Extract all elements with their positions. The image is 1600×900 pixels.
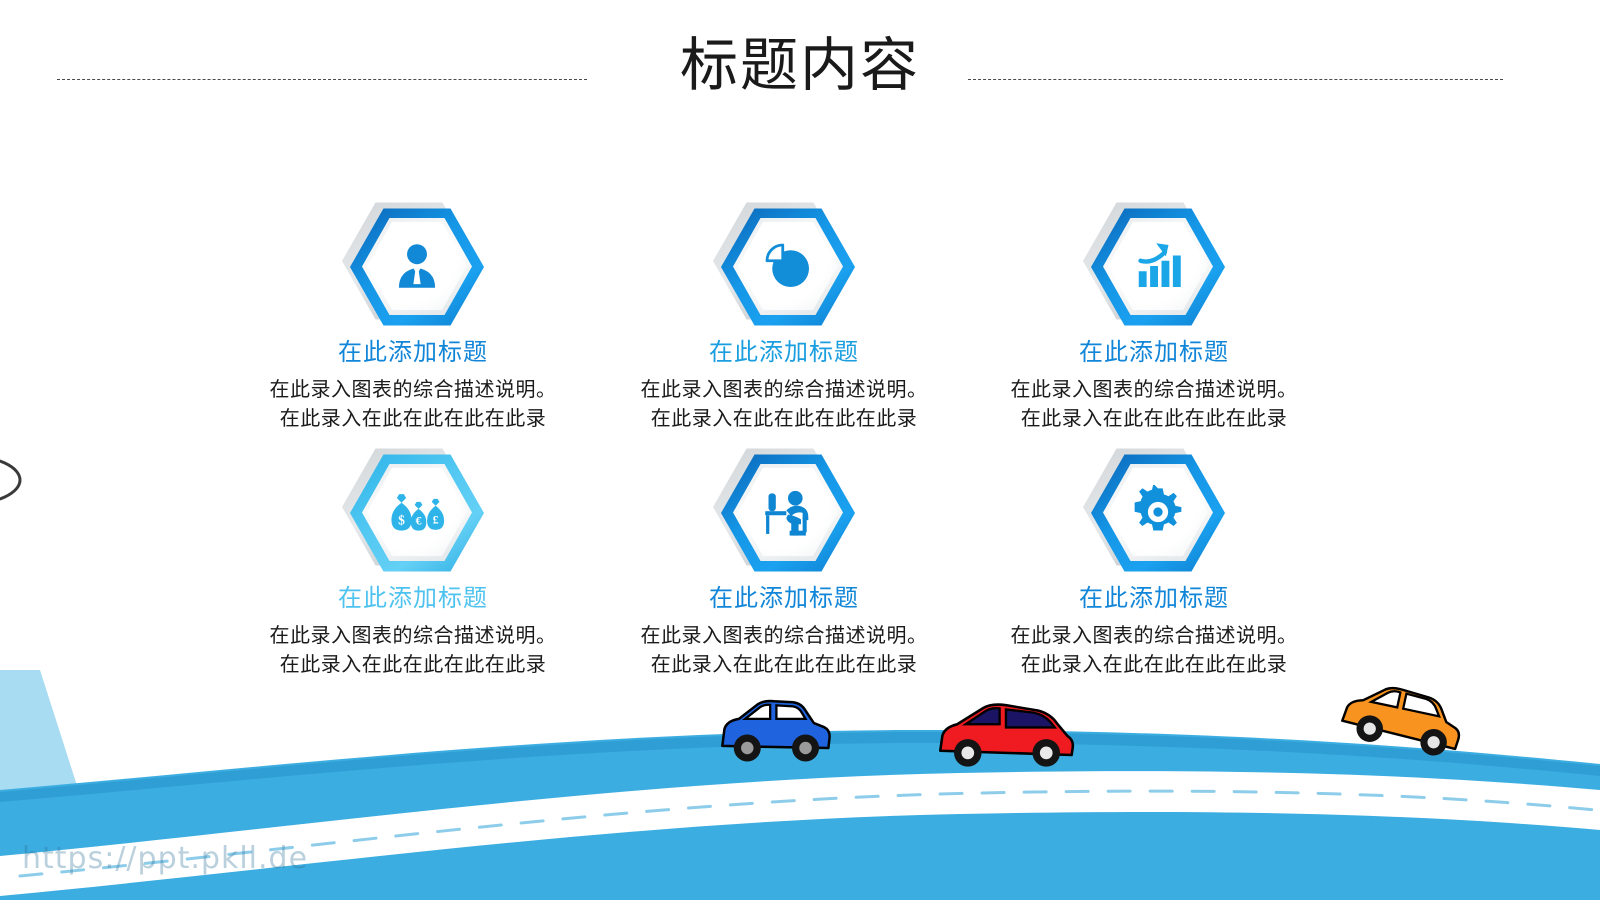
- hex-badge-pie-chart[interactable]: [598, 200, 970, 328]
- slide-header: 标题内容: [0, 0, 1600, 140]
- left-sliver: [0, 670, 80, 795]
- feature-row-2: $ € £ 在此添加标题 在此录入图表的综合描述说明。 在此录入在此在此在此在此…: [0, 446, 1600, 686]
- feature-item-user[interactable]: 在此添加标题 在此录入图表的综合描述说明。 在此录入在此在此在此在此录: [227, 200, 599, 434]
- hex-badge-money[interactable]: $ € £: [227, 446, 599, 574]
- orange-car: [1341, 686, 1461, 756]
- feature-title: 在此添加标题: [1079, 339, 1229, 366]
- hex-badge-workstation[interactable]: [598, 446, 970, 574]
- blue-car: [721, 699, 831, 762]
- feature-description: 在此录入图表的综合描述说明。 在此录入在此在此在此在此录: [269, 625, 557, 676]
- feature-row-1: 在此添加标题 在此录入图表的综合描述说明。 在此录入在此在此在此在此录: [0, 200, 1600, 440]
- feature-description: 在此录入图表的综合描述说明。 在此录入在此在此在此在此录: [640, 379, 928, 430]
- svg-text:$: $: [398, 512, 405, 527]
- hex-badge-settings[interactable]: [968, 446, 1340, 574]
- feature-description: 在此录入图表的综合描述说明。 在此录入在此在此在此在此录: [1010, 379, 1298, 430]
- feature-title: 在此添加标题: [1079, 585, 1229, 612]
- road: [0, 771, 1600, 896]
- red-car: [938, 703, 1075, 767]
- header-rule-left: [57, 79, 587, 80]
- feature-description: 在此录入图表的综合描述说明。 在此录入在此在此在此在此录: [269, 379, 557, 430]
- feature-title: 在此添加标题: [338, 585, 488, 612]
- feature-item-settings[interactable]: 在此添加标题 在此录入图表的综合描述说明。 在此录入在此在此在此在此录: [968, 446, 1340, 680]
- feature-description: 在此录入图表的综合描述说明。 在此录入在此在此在此在此录: [1010, 625, 1298, 676]
- water-wave-crest: [0, 731, 1600, 802]
- gear-icon: [1108, 466, 1208, 558]
- hex-badge-user[interactable]: [227, 200, 599, 328]
- feature-item-growth-chart[interactable]: 在此添加标题 在此录入图表的综合描述说明。 在此录入在此在此在此在此录: [968, 200, 1340, 434]
- cloud-decoration: [0, 440, 58, 520]
- header-rule-right: [968, 79, 1503, 80]
- bar-chart-growth-icon: [1108, 220, 1208, 312]
- feature-description: 在此录入图表的综合描述说明。 在此录入在此在此在此在此录: [640, 625, 928, 676]
- person-at-desk-icon: [738, 466, 838, 558]
- money-bags-icon: $ € £: [367, 466, 467, 558]
- feature-item-money[interactable]: $ € £ 在此添加标题 在此录入图表的综合描述说明。 在此录入在此在此在此在此…: [227, 446, 599, 680]
- feature-item-workstation[interactable]: 在此添加标题 在此录入图表的综合描述说明。 在此录入在此在此在此在此录: [598, 446, 970, 680]
- hex-badge-growth-chart[interactable]: [968, 200, 1340, 328]
- feature-title: 在此添加标题: [709, 339, 859, 366]
- svg-text:£: £: [433, 514, 439, 527]
- feature-title: 在此添加标题: [338, 339, 488, 366]
- user-icon: [367, 220, 467, 312]
- pie-chart-icon: [738, 220, 838, 312]
- watermark: https://ppt.pkll.de: [22, 841, 309, 876]
- svg-text:€: €: [416, 514, 422, 527]
- feature-title: 在此添加标题: [709, 585, 859, 612]
- feature-item-pie-chart[interactable]: 在此添加标题 在此录入图表的综合描述说明。 在此录入在此在此在此在此录: [598, 200, 970, 434]
- page-title: 标题内容: [679, 33, 920, 98]
